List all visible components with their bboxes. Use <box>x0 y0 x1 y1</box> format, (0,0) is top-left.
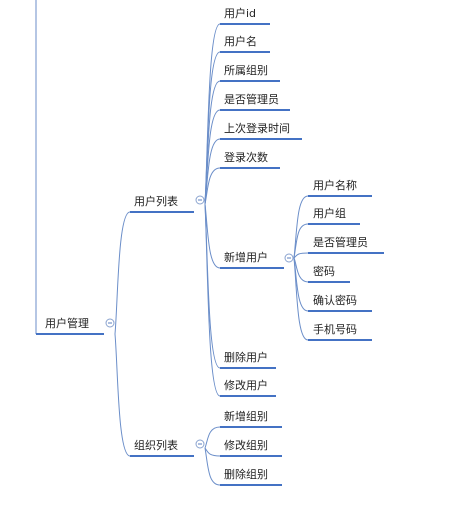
node-add-group[interactable]: 新增组别 <box>220 409 282 428</box>
node-label: 上次登录时间 <box>224 121 290 135</box>
node-label: 修改用户 <box>224 378 268 392</box>
node-label: 删除组别 <box>224 467 268 481</box>
node-confirm-password[interactable]: 确认密码 <box>308 293 372 312</box>
node-label: 删除用户 <box>224 350 268 364</box>
connector-ul-9 <box>204 203 221 397</box>
node-user-management[interactable]: 用户管理 <box>36 316 115 335</box>
connector-au-3 <box>293 252 309 259</box>
node-is-admin[interactable]: 是否管理员 <box>220 92 290 111</box>
node-label: 组织列表 <box>134 438 178 452</box>
connector-au-6 <box>293 257 309 341</box>
node-label: 用户id <box>224 6 256 20</box>
collapse-icon[interactable] <box>284 253 294 263</box>
node-label: 登录次数 <box>224 150 268 164</box>
node-label: 是否管理员 <box>313 235 368 249</box>
node-add-user[interactable]: 新增用户 <box>220 250 294 269</box>
node-label: 用户组 <box>313 206 346 220</box>
node-label: 修改组别 <box>224 438 268 452</box>
node-user-id[interactable]: 用户id <box>220 6 270 25</box>
node-label: 新增用户 <box>224 250 268 264</box>
node-delete-group[interactable]: 删除组别 <box>220 467 282 486</box>
connector-root-org-list <box>114 333 131 457</box>
node-group[interactable]: 所属组别 <box>220 63 280 82</box>
node-label: 手机号码 <box>313 322 357 336</box>
connector-root-user-list <box>114 211 131 335</box>
node-user-name[interactable]: 用户名 <box>220 34 270 53</box>
node-login-count[interactable]: 登录次数 <box>220 150 280 169</box>
node-label: 确认密码 <box>313 293 357 307</box>
connector-au-2 <box>293 223 309 259</box>
connector-ol-3 <box>204 447 221 486</box>
node-label: 用户名称 <box>313 178 357 192</box>
node-label: 用户列表 <box>134 194 178 208</box>
node-label: 是否管理员 <box>224 92 279 106</box>
collapse-icon[interactable] <box>195 439 205 449</box>
node-user-list[interactable]: 用户列表 <box>130 194 205 213</box>
node-user-fullname[interactable]: 用户名称 <box>308 178 372 197</box>
connector-ul-6 <box>204 167 221 205</box>
connector-ol-1 <box>204 426 221 449</box>
node-delete-user[interactable]: 删除用户 <box>220 350 276 369</box>
node-label: 所属组别 <box>224 63 268 77</box>
node-edit-user[interactable]: 修改用户 <box>220 378 276 397</box>
node-edit-group[interactable]: 修改组别 <box>220 438 282 457</box>
collapse-icon[interactable] <box>195 195 205 205</box>
node-add-is-admin[interactable]: 是否管理员 <box>308 235 384 254</box>
node-label: 密码 <box>313 264 335 278</box>
node-label: 用户管理 <box>45 316 89 330</box>
collapse-icon[interactable] <box>105 318 115 328</box>
node-user-group[interactable]: 用户组 <box>308 206 360 225</box>
node-phone-number[interactable]: 手机号码 <box>308 322 372 341</box>
node-label: 用户名 <box>224 34 257 48</box>
node-label: 新增组别 <box>224 409 268 423</box>
connector-ol-2 <box>204 447 221 457</box>
node-password[interactable]: 密码 <box>308 264 350 283</box>
node-org-list[interactable]: 组织列表 <box>130 438 205 457</box>
node-last-login-time[interactable]: 上次登录时间 <box>220 121 302 140</box>
